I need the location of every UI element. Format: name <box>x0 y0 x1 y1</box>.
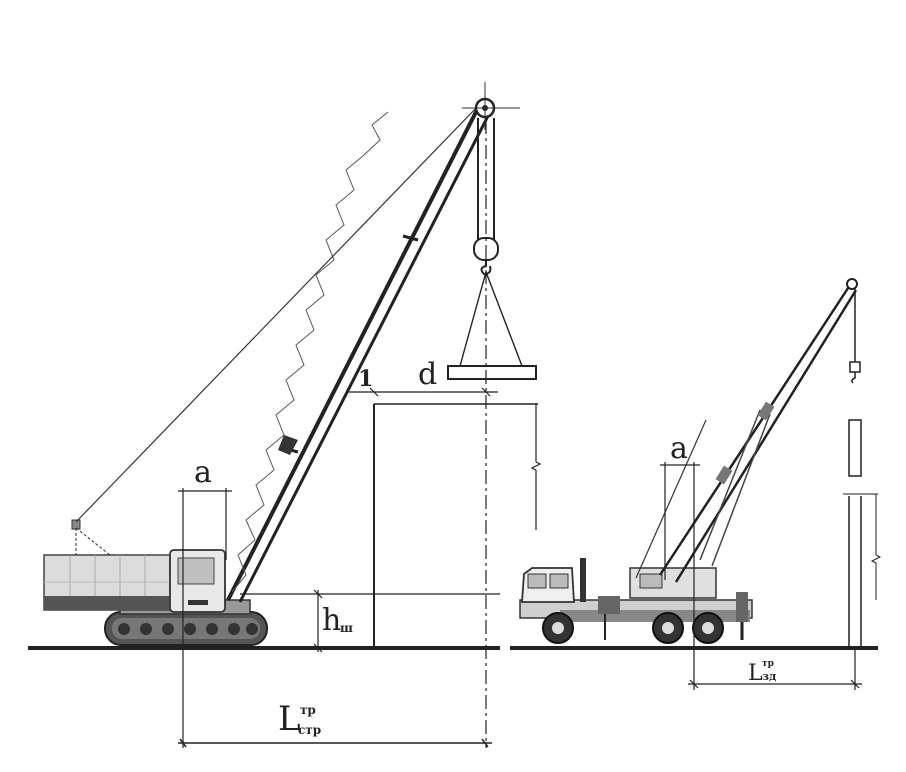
telescopic-boom <box>635 281 858 583</box>
label-L-main: L <box>278 699 301 739</box>
label-h-main: h <box>322 603 341 638</box>
label-one: 1 <box>358 366 373 392</box>
truck-turret <box>629 567 717 599</box>
building-outline <box>373 403 542 648</box>
column-element <box>843 419 882 648</box>
lattice-boom <box>226 107 492 603</box>
label-Lb-sup: тр <box>762 659 774 669</box>
label-h-sub: ш <box>340 621 353 635</box>
outriggers <box>598 592 748 640</box>
truck-cab <box>521 558 586 603</box>
dimension-labels: a a d 1 h ш L тр стр L тр зд <box>194 357 776 739</box>
label-Lb-main: L <box>748 661 763 686</box>
boom-head <box>462 82 520 130</box>
truck-wheels <box>542 612 724 644</box>
label-L-sup: тр <box>300 703 316 717</box>
label-Lb-sub: зд <box>762 670 776 683</box>
label-L-sub: стр <box>298 723 321 737</box>
truck-crane <box>519 278 861 644</box>
crawler-crane <box>43 82 537 646</box>
mast-rigging <box>71 519 111 556</box>
truck-hook <box>846 278 861 384</box>
label-a-left: a <box>194 455 212 490</box>
label-a-right: a <box>670 431 688 466</box>
crane-cabin <box>169 549 226 613</box>
dimension-lines-left <box>178 120 500 748</box>
pendant-cable <box>75 105 479 523</box>
dimension-lines-right <box>660 462 862 690</box>
suspended-load <box>447 271 537 380</box>
label-d: d <box>418 357 437 392</box>
crane-body <box>43 554 251 615</box>
crawler-tracks <box>104 611 268 646</box>
